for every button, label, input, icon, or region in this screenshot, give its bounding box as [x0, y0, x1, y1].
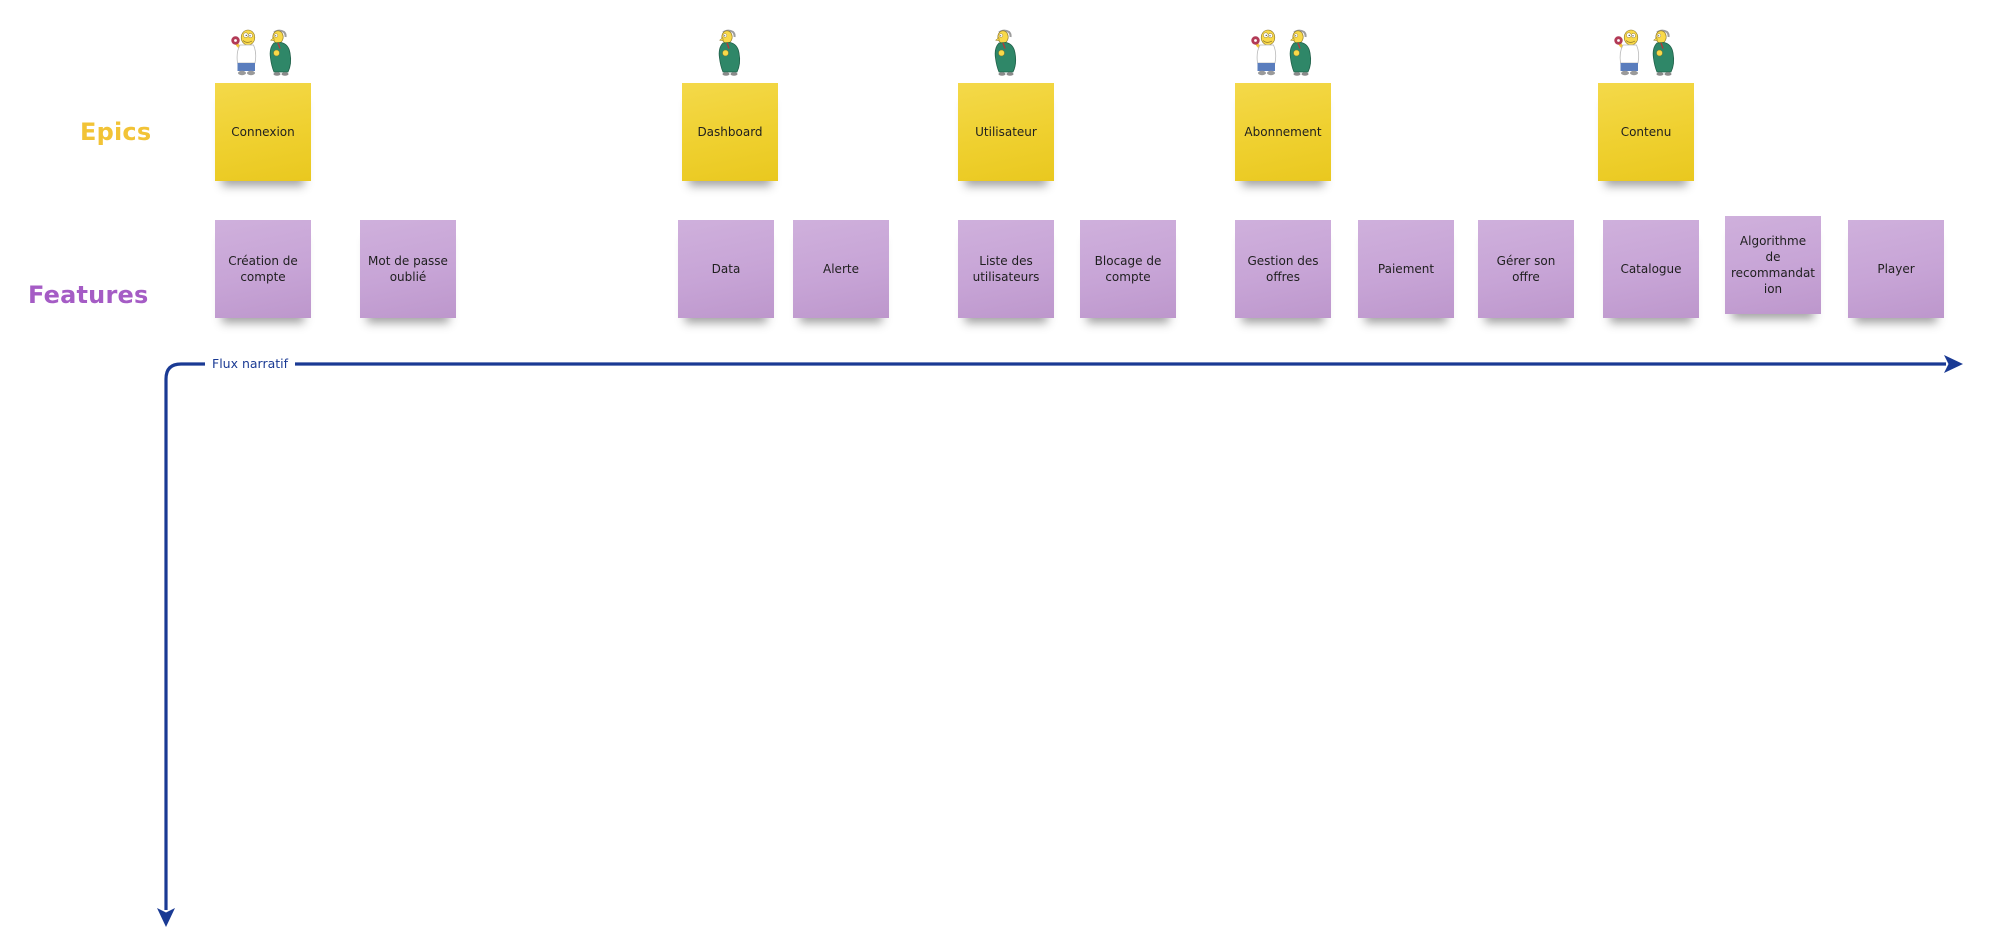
feature-note-algorithme-de-recommandation[interactable]: Algorithme de recommandation: [1725, 216, 1821, 314]
burns-avatar-icon: [718, 29, 741, 76]
epic-contenu-avatars[interactable]: [1612, 28, 1680, 76]
feature-note-label: Paiement: [1358, 220, 1454, 318]
feature-note-liste-des-utilisateurs[interactable]: Liste des utilisateurs: [958, 220, 1054, 318]
epic-note-label: Utilisateur: [958, 83, 1054, 181]
feature-note-label: Data: [678, 220, 774, 318]
burns-avatar-icon: [1289, 29, 1312, 76]
burns-avatar-icon: [994, 29, 1017, 76]
epic-note-label: Abonnement: [1235, 83, 1331, 181]
burns-avatar-icon: [269, 29, 292, 76]
epic-note-dashboard[interactable]: Dashboard: [682, 29, 778, 181]
epic-note-label: Contenu: [1598, 83, 1694, 181]
feature-note-label: Algorithme de recommandation: [1725, 216, 1821, 314]
feature-note-creation-de-compte[interactable]: Création de compte: [215, 220, 311, 318]
epic-note-utilisateur[interactable]: Utilisateur: [958, 29, 1054, 181]
feature-note-label: Catalogue: [1603, 220, 1699, 318]
homer-avatar-icon: [1249, 28, 1278, 76]
epic-note-connexion[interactable]: Connexion: [215, 28, 311, 181]
epics-row-label: Epics: [80, 118, 152, 146]
feature-note-blocage-de-compte[interactable]: Blocage de compte: [1080, 220, 1176, 318]
feature-note-label: Liste des utilisateurs: [958, 220, 1054, 318]
features-row-label: Features: [28, 281, 149, 309]
feature-note-label: Gérer son offre: [1478, 220, 1574, 318]
homer-avatar-icon: [229, 28, 258, 76]
feature-note-gerer-son-offre[interactable]: Gérer son offre: [1478, 220, 1574, 318]
epic-note-label: Connexion: [215, 83, 311, 181]
feature-note-data[interactable]: Data: [678, 220, 774, 318]
feature-note-label: Blocage de compte: [1080, 220, 1176, 318]
feature-note-mot-de-passe-oublie[interactable]: Mot de passe oublié: [360, 220, 456, 318]
feature-note-player[interactable]: Player: [1848, 220, 1944, 318]
epic-abonnement-avatars[interactable]: [1249, 28, 1317, 76]
epic-connexion-avatars[interactable]: [229, 28, 297, 76]
feature-note-label: Création de compte: [215, 220, 311, 318]
burns-avatar-icon: [1652, 29, 1675, 76]
epic-note-contenu[interactable]: Contenu: [1598, 28, 1694, 181]
epic-utilisateur-avatars[interactable]: [990, 28, 1022, 76]
feature-note-gestion-des-offres[interactable]: Gestion des offres: [1235, 220, 1331, 318]
feature-note-label: Gestion des offres: [1235, 220, 1331, 318]
feature-note-label: Mot de passe oublié: [360, 220, 456, 318]
feature-note-paiement[interactable]: Paiement: [1358, 220, 1454, 318]
homer-avatar-icon: [1612, 28, 1641, 76]
epic-note-label: Dashboard: [682, 83, 778, 181]
feature-note-label: Player: [1848, 220, 1944, 318]
epic-note-abonnement[interactable]: Abonnement: [1235, 28, 1331, 181]
epic-dashboard-avatars[interactable]: [714, 28, 746, 76]
arrow-right-head-icon: [1944, 355, 1963, 373]
arrow-down-head-icon: [157, 908, 175, 927]
feature-note-catalogue[interactable]: Catalogue: [1603, 220, 1699, 318]
narrative-flow-label: Flux narratif: [205, 356, 296, 372]
feature-note-alerte[interactable]: Alerte: [793, 220, 889, 318]
feature-note-label: Alerte: [793, 220, 889, 318]
